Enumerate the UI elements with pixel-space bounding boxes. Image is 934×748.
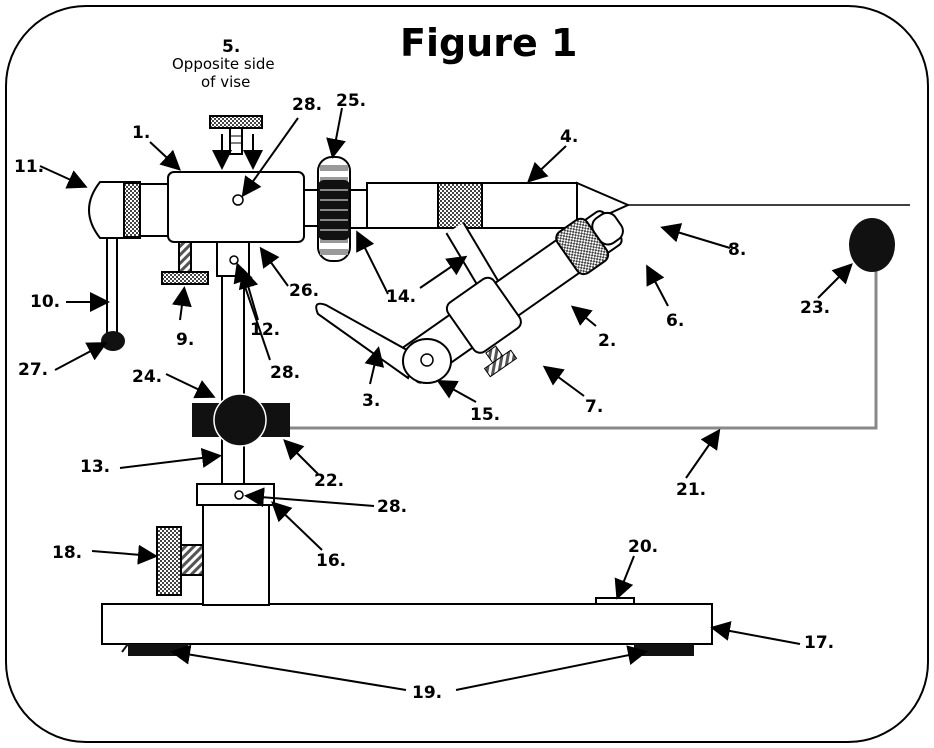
label-20: 20. (628, 537, 658, 557)
figure-frame (5, 5, 929, 743)
arm-screw-7-head (483, 349, 518, 378)
label-28-low: 28. (377, 497, 407, 517)
label-22: 22. (314, 471, 344, 491)
label-15: 15. (470, 405, 500, 425)
collar-screw-28 (234, 490, 244, 500)
label-28-mid: 28. (270, 363, 300, 383)
arm-tip (591, 211, 624, 246)
leader-arrows (39, 107, 853, 691)
column-block (202, 504, 270, 606)
label-4: 4. (560, 127, 578, 147)
label-27: 27. (18, 360, 48, 380)
base-plate (101, 603, 713, 645)
rear-knob-neck (139, 183, 171, 237)
label-21: 21. (676, 480, 706, 500)
bobbin-end-23 (849, 218, 895, 272)
label-24: 24. (132, 367, 162, 387)
handle-3 (315, 302, 418, 380)
rear-knob-band (123, 182, 141, 238)
arm-sleeve (445, 276, 522, 354)
label-8: 8. (728, 240, 746, 260)
rubber-foot-right (634, 644, 694, 656)
figure-title: Figure 1 (400, 21, 577, 65)
under-screw-head-9 (161, 271, 209, 285)
label-13: 13. (80, 457, 110, 477)
jaw-barrel-band (437, 182, 483, 229)
base-knob-shaft (179, 544, 204, 576)
under-screw-stem-9 (178, 241, 192, 273)
top-screw-stem-5 (229, 127, 243, 155)
label-11: 11. (14, 157, 44, 177)
label-10: 10. (30, 292, 60, 312)
label-18: 18. (52, 543, 82, 563)
label-1: 1. (132, 123, 150, 143)
caption-5-line2: of vise (201, 73, 250, 91)
label-23: 23. (800, 298, 830, 318)
wheel-ring-ridges (320, 189, 348, 231)
rotary-arm-2 (397, 210, 624, 384)
vertical-column (221, 241, 245, 485)
shaft-14 (303, 189, 319, 227)
clamp-knob-24-ring (213, 393, 267, 447)
rubber-foot-left (128, 644, 188, 656)
lever-tip-27 (101, 331, 125, 351)
clamp-knob-24 (214, 394, 266, 446)
top-screw-head-5 (209, 115, 263, 129)
label-3: 3. (362, 391, 380, 411)
label-28-top: 28. (292, 95, 322, 115)
base-knob-18 (156, 526, 182, 596)
label-26: 26. (289, 281, 319, 301)
label-25: 25. (336, 91, 366, 111)
label-19: 19. (412, 683, 442, 703)
wheel-connector (349, 189, 369, 229)
label-2: 2. (598, 331, 616, 351)
label-7: 7. (585, 397, 603, 417)
label-16: 16. (316, 551, 346, 571)
label-6: 6. (666, 311, 684, 331)
label-9: 9. (176, 330, 194, 350)
head-screw-28 (232, 194, 244, 206)
pivot-pin (420, 353, 434, 367)
collar-screw-28b (229, 255, 239, 265)
label-17: 17. (804, 633, 834, 653)
lever-10 (106, 237, 118, 336)
bobbin-arm-wire-21 (290, 270, 878, 430)
base-pad-20 (595, 597, 635, 605)
label-14: 14. (386, 287, 416, 307)
label-12: 12. (250, 320, 280, 340)
rubber-foot-left-edge (121, 643, 129, 653)
head-body-1 (167, 171, 305, 243)
label-5: 5. (222, 37, 240, 57)
caption-5-line1: Opposite side (172, 55, 275, 73)
